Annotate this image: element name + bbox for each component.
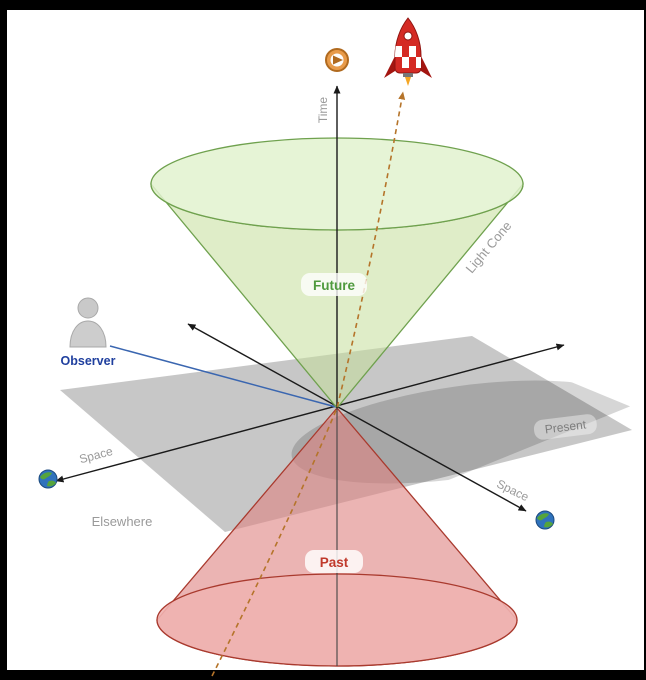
space-axis-2 (187, 323, 527, 512)
rocket-icon (384, 17, 432, 86)
future-label-pill (301, 273, 367, 296)
present-label-pill (533, 414, 597, 440)
earth-globe-icon (535, 510, 555, 530)
compass-target-icon (325, 48, 349, 72)
person-icon (69, 297, 107, 348)
future-label-text: Future (313, 278, 355, 293)
earth-globe-icon (38, 469, 58, 489)
observer-line (109, 345, 337, 408)
future-label: Future (301, 273, 367, 296)
observer-label: Observer (61, 354, 116, 368)
past-label: Past (305, 550, 363, 573)
past-label-text: Past (320, 555, 349, 570)
time-axis-label: Time (316, 97, 330, 124)
present-label: Present (533, 414, 597, 440)
elsewhere-label: Elsewhere (92, 514, 153, 529)
rocket-trajectory (211, 91, 406, 677)
past-label-pill (305, 550, 363, 573)
present-label-text: Present (544, 417, 587, 436)
